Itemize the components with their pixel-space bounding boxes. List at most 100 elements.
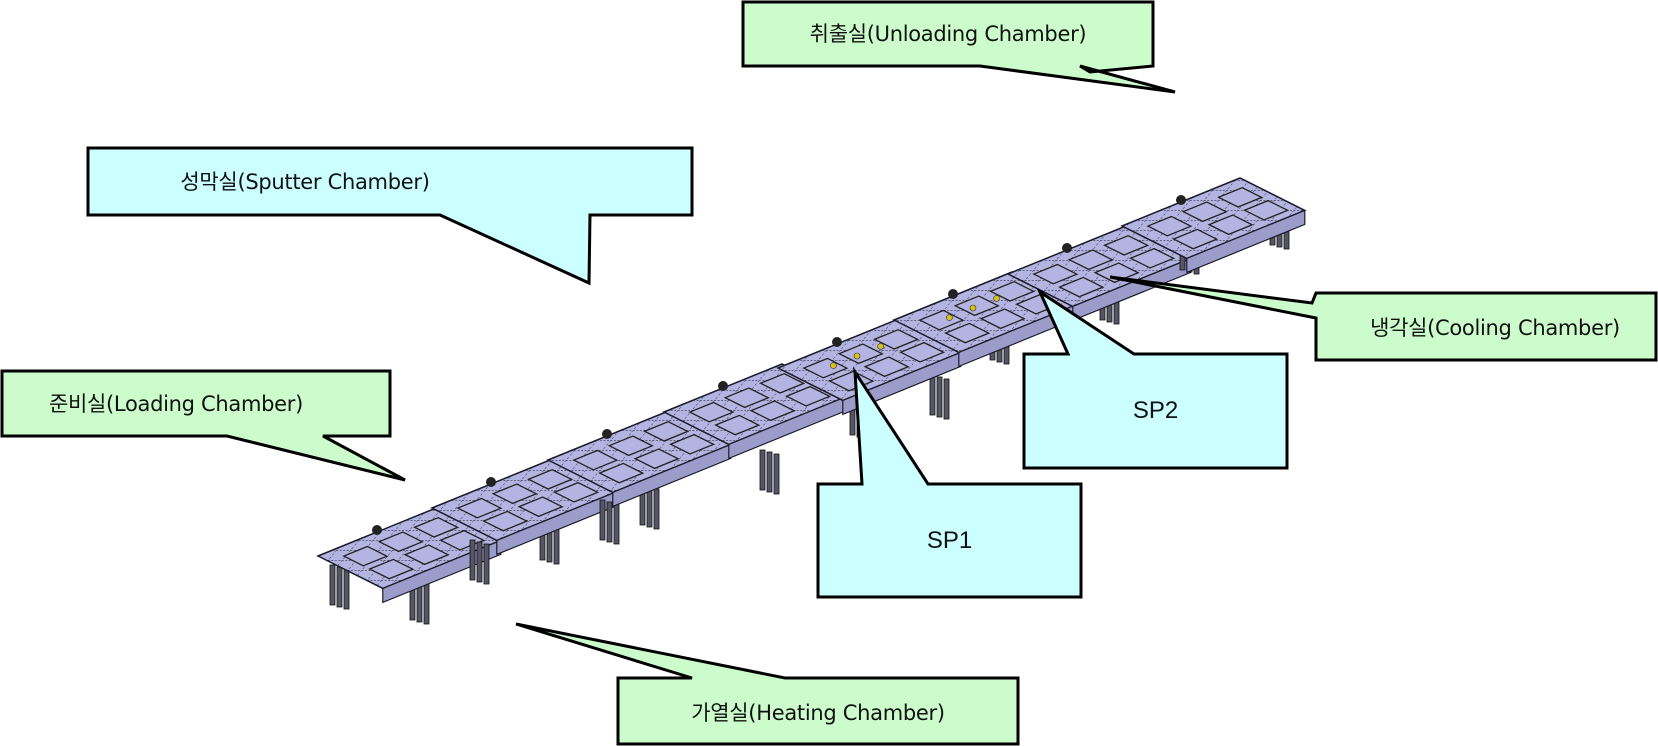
- access-panel: [1067, 249, 1114, 271]
- access-panel: [749, 400, 796, 422]
- access-panel: [918, 309, 965, 331]
- access-panel: [802, 357, 849, 379]
- access-panel: [863, 356, 910, 378]
- target-fixture: [993, 295, 1000, 302]
- access-panel: [1207, 214, 1254, 236]
- chamber-side-wall: [1186, 209, 1306, 274]
- valve-knob: [372, 525, 382, 535]
- access-panel: [643, 420, 690, 442]
- access-panel: [688, 401, 735, 423]
- callout-unloading: [741, 0, 1176, 94]
- valve-knob: [602, 429, 612, 439]
- access-panel: [517, 496, 564, 518]
- support-leg: [759, 449, 766, 491]
- access-panel: [784, 385, 832, 407]
- access-panel: [342, 545, 389, 567]
- access-panel: [1217, 186, 1264, 208]
- access-panel: [1032, 263, 1079, 285]
- access-panel: [598, 462, 645, 484]
- access-panel: [837, 343, 884, 365]
- access-panel: [456, 497, 503, 519]
- valve-knob: [718, 381, 728, 391]
- support-leg: [483, 543, 490, 585]
- callout-cooling: [1109, 275, 1658, 362]
- access-panel: [668, 433, 716, 455]
- callout-sp2: [1022, 287, 1289, 470]
- access-panel: [607, 435, 654, 457]
- access-panel: [953, 295, 1000, 317]
- callout-sputter: [86, 146, 694, 286]
- access-panel: [1103, 234, 1150, 256]
- access-panel: [723, 387, 770, 409]
- access-panel: [403, 544, 450, 566]
- target-fixture: [830, 362, 837, 369]
- support-leg: [929, 374, 936, 416]
- callout-unloading-shape: [741, 0, 1176, 94]
- target-fixture: [853, 352, 861, 360]
- chamber-module: [892, 271, 1079, 368]
- access-panel: [1242, 199, 1290, 221]
- chamber-module: [546, 411, 733, 545]
- support-leg: [943, 378, 950, 420]
- support-leg: [936, 376, 943, 418]
- support-leg: [606, 501, 613, 543]
- callout-heating: [515, 622, 1020, 746]
- target-fixture: [946, 314, 953, 321]
- access-panel: [1146, 215, 1193, 237]
- access-panel: [944, 322, 991, 344]
- target-fixture: [877, 343, 884, 350]
- callout-cooling-shape: [1109, 275, 1658, 362]
- callout-sp2-shape: [1022, 287, 1289, 470]
- access-panel: [714, 414, 761, 436]
- access-panel: [552, 481, 600, 503]
- access-panel: [1093, 262, 1140, 284]
- callout-sp1-shape: [816, 366, 1083, 599]
- target-fixture: [969, 304, 977, 312]
- callout-heating-shape: [515, 622, 1020, 746]
- callout-loading: [0, 369, 406, 482]
- machine-assembly: [316, 177, 1307, 625]
- access-panel: [438, 529, 486, 551]
- chamber-module: [1120, 177, 1307, 275]
- support-leg: [469, 539, 476, 581]
- access-panel: [572, 449, 619, 471]
- access-panel: [898, 341, 946, 363]
- support-leg: [653, 488, 660, 530]
- access-panel: [1058, 276, 1105, 298]
- support-leg: [773, 453, 780, 495]
- callout-sputter-shape: [86, 146, 694, 286]
- valve-knob: [832, 337, 842, 347]
- support-leg: [336, 566, 343, 608]
- access-panel: [989, 280, 1036, 302]
- access-panel: [828, 370, 875, 392]
- chamber-module: [430, 459, 617, 585]
- access-panel: [377, 531, 424, 553]
- access-panel: [413, 516, 460, 538]
- callout-sp1: [816, 366, 1083, 599]
- access-panel: [368, 558, 415, 580]
- support-leg: [766, 451, 773, 493]
- support-leg: [329, 564, 336, 606]
- access-panel: [491, 483, 538, 505]
- valve-knob: [1062, 243, 1072, 253]
- access-panel: [1181, 201, 1228, 223]
- access-panel: [873, 328, 920, 350]
- access-panel: [633, 448, 680, 470]
- chamber-side-wall: [612, 443, 732, 508]
- callout-loading-shape: [0, 369, 406, 482]
- chamber-module: [1006, 225, 1193, 325]
- support-leg: [613, 503, 620, 545]
- support-leg: [476, 541, 483, 583]
- valve-knob: [486, 477, 496, 487]
- access-panel: [979, 308, 1026, 330]
- valve-knob: [948, 289, 958, 299]
- support-leg: [423, 583, 430, 625]
- access-panel: [759, 372, 806, 394]
- access-panel: [527, 468, 574, 490]
- valve-knob: [1176, 195, 1186, 205]
- chamber-module: [662, 363, 849, 495]
- support-leg: [599, 499, 606, 541]
- support-leg: [646, 486, 653, 528]
- access-panel: [1128, 247, 1176, 269]
